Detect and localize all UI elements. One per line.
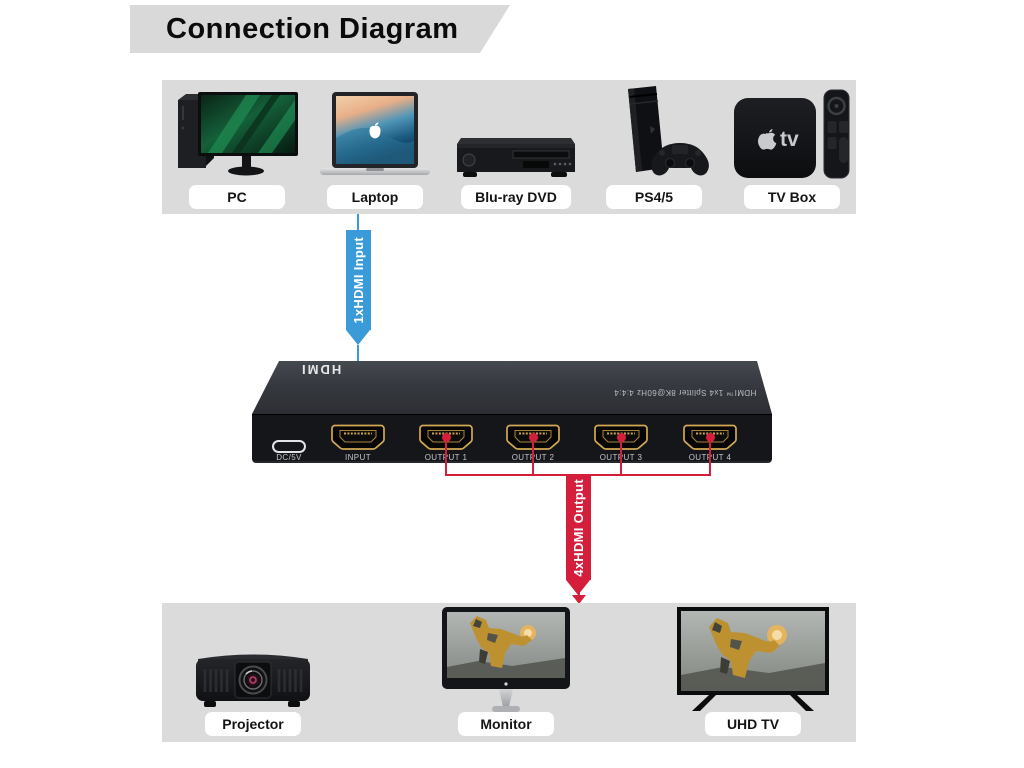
source-bluray: Blu-ray DVD	[441, 90, 591, 212]
input-ribbon: 1xHDMI Input	[346, 230, 371, 345]
source-laptop: Laptop	[300, 90, 450, 212]
uhdtv-label: UHD TV	[726, 716, 780, 732]
ps-label: PS4/5	[634, 189, 674, 205]
sources-band: PC	[162, 80, 856, 214]
source-label-laptop: Laptop	[327, 185, 423, 209]
sink-projector: Projector	[168, 613, 338, 739]
source-label-tvbox: TV Box	[744, 185, 840, 209]
source-label-bluray: Blu-ray DVD	[461, 185, 571, 209]
projector-label: Projector	[222, 716, 284, 732]
laptop-label: Laptop	[351, 189, 399, 205]
sinks-band: Projector	[162, 603, 856, 742]
tvbox-label: TV Box	[767, 189, 817, 205]
bluray-label: Blu-ray DVD	[475, 189, 557, 205]
monitor-icon	[442, 607, 570, 712]
source-label-pc: PC	[189, 185, 285, 209]
laptop-icon	[320, 92, 430, 175]
output-arrowhead-icon	[571, 595, 586, 604]
output1-cable-line	[445, 437, 447, 476]
desktop-pc-icon	[178, 92, 298, 176]
input-port-label: INPUT	[345, 453, 371, 462]
sink-label-uhdtv: UHD TV	[705, 712, 801, 736]
output-bus-line	[445, 474, 711, 476]
hdmi-input-port	[331, 424, 385, 450]
pc-label: PC	[227, 189, 247, 205]
output-ribbon-label: 4xHDMI Output	[571, 479, 586, 577]
splitter-front-face: DC/5V INPUT OUTPUT 1 OUTPUT 2	[252, 414, 772, 463]
input-ribbon-label: 1xHDMI Input	[351, 236, 366, 324]
output4-cable-line	[709, 437, 711, 476]
game-console-icon	[628, 86, 709, 176]
source-pc: PC	[162, 90, 312, 212]
splitter-top-face: HDMI HDMI™ 1x4 Splitter 8K@60Hz 4:4:4	[252, 361, 772, 414]
source-ps: PS4/5	[579, 86, 729, 212]
tv-box-icon: tv	[734, 89, 850, 179]
sink-monitor: Monitor	[421, 607, 591, 739]
dc-power-port	[272, 440, 306, 453]
page-title: Connection Diagram	[166, 12, 459, 45]
bluray-player-icon	[457, 138, 575, 177]
title-banner: Connection Diagram	[130, 5, 510, 53]
hdmi-splitter-device: HDMI HDMI™ 1x4 Splitter 8K@60Hz 4:4:4 DC…	[252, 361, 772, 463]
tvbox-logo-text: tv	[780, 128, 799, 151]
source-label-ps: PS4/5	[606, 185, 702, 209]
monitor-label: Monitor	[480, 716, 532, 732]
sink-uhdtv: UHD TV	[668, 607, 838, 739]
uhd-tv-icon	[677, 607, 829, 711]
projector-icon	[196, 654, 310, 707]
output-ribbon: 4xHDMI Output	[566, 476, 591, 595]
source-tvbox: tv TV Box	[717, 89, 867, 212]
input-cable-line-top	[357, 214, 359, 232]
sink-label-monitor: Monitor	[458, 712, 554, 736]
splitter-model-text: HDMI™ 1x4 Splitter 8K@60Hz 4:4:4	[613, 388, 756, 397]
hdmi-logo: HDMI	[300, 362, 342, 377]
output3-cable-line	[620, 437, 622, 476]
sink-label-projector: Projector	[205, 712, 301, 736]
output2-cable-line	[532, 437, 534, 476]
apple-logo-icon	[757, 129, 777, 150]
dc-port-label: DC/5V	[276, 453, 302, 462]
